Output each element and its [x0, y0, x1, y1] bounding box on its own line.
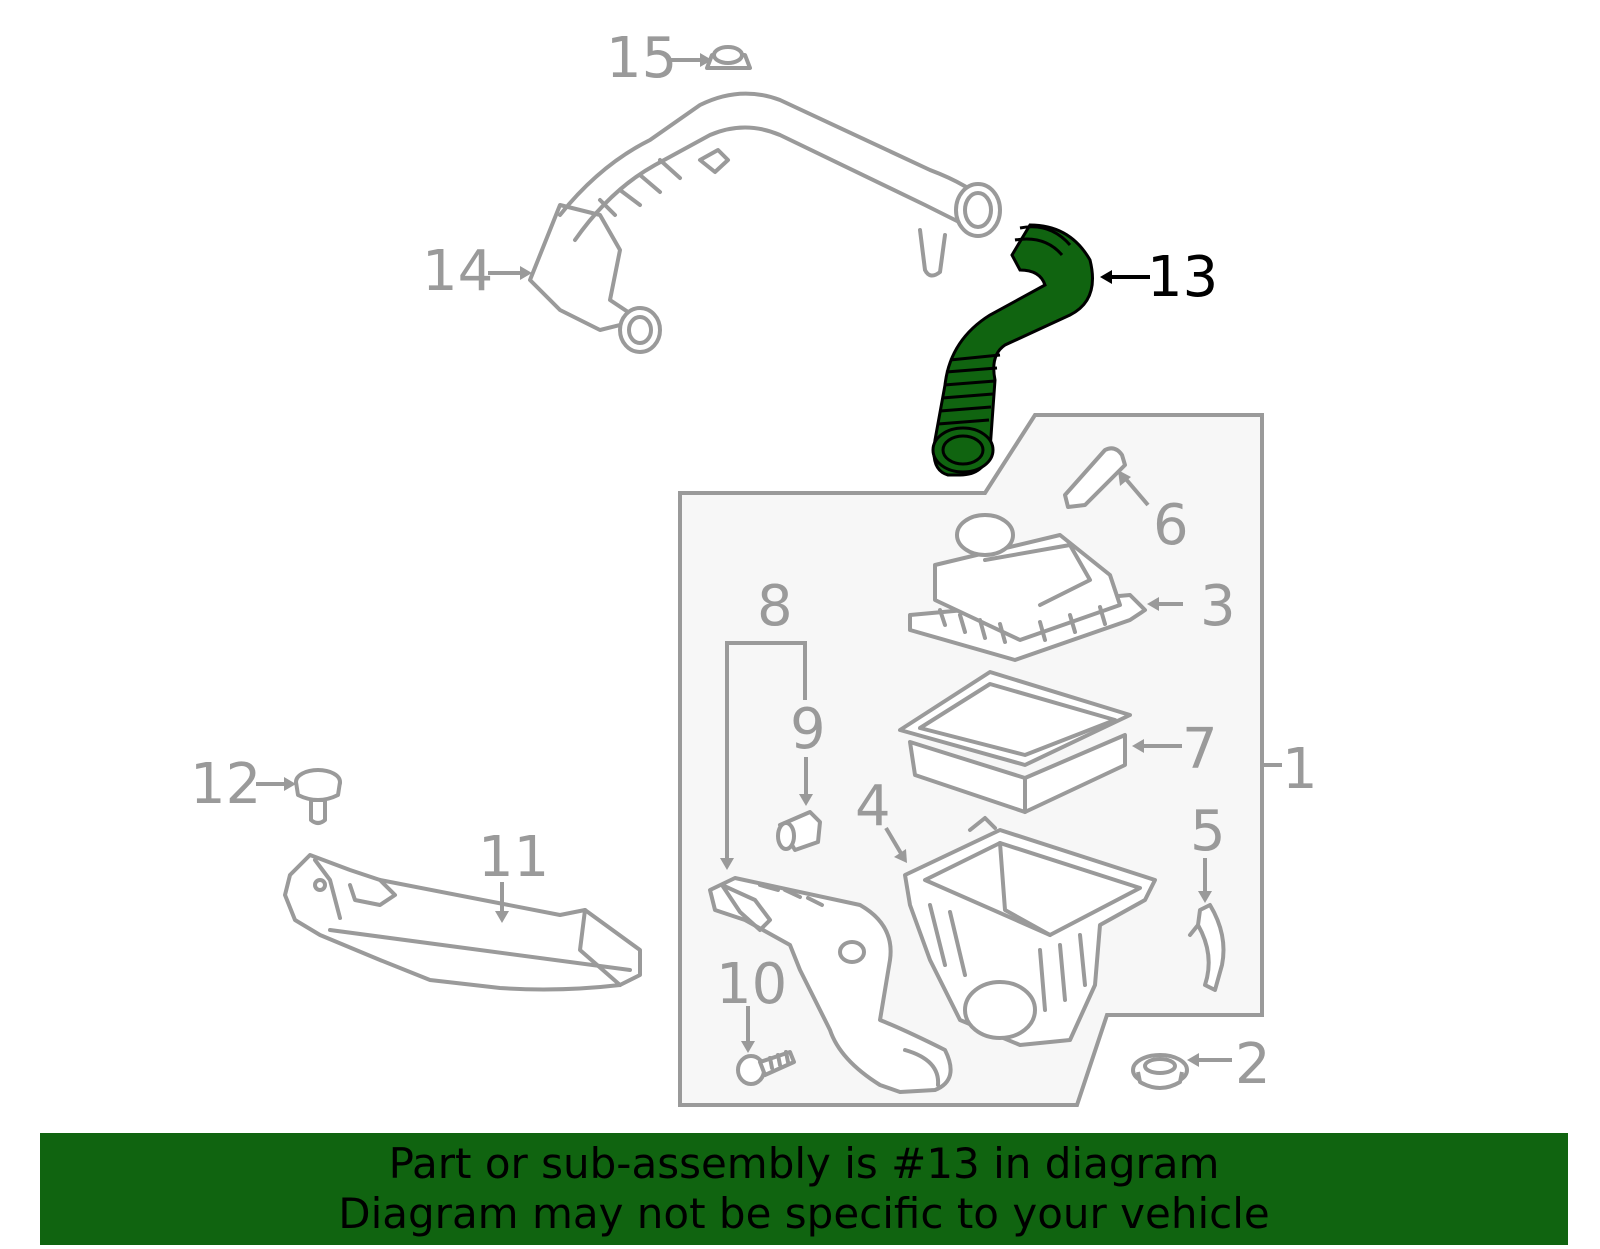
- part-13-hose[interactable]: [931, 223, 1094, 477]
- callout-15: 15: [606, 26, 677, 91]
- callout-7: 7: [1182, 717, 1218, 782]
- part-11-lower-duct[interactable]: [283, 853, 642, 992]
- callout-8: 8: [757, 574, 793, 639]
- part-14-upper-duct[interactable]: [528, 91, 1002, 354]
- part-5-clip[interactable]: [1188, 903, 1226, 992]
- callout-5: 5: [1190, 799, 1226, 864]
- part-8-duct[interactable]: [708, 876, 953, 1094]
- info-banner: Part or sub-assembly is #13 in diagram D…: [40, 1133, 1568, 1245]
- banner-line-2: Diagram may not be specific to your vehi…: [338, 1189, 1270, 1238]
- callout-4: 4: [855, 774, 891, 839]
- part-10-screw[interactable]: [736, 1050, 796, 1086]
- callout-1: 1: [1282, 737, 1318, 802]
- callout-9: 9: [790, 697, 826, 762]
- part-4-housing[interactable]: [903, 816, 1157, 1047]
- callout-14: 14: [422, 239, 493, 304]
- callout-10: 10: [716, 952, 787, 1017]
- part-3-cover[interactable]: [908, 513, 1147, 662]
- callout-12: 12: [190, 752, 261, 817]
- part-9-bushing[interactable]: [776, 810, 822, 852]
- banner-line-1: Part or sub-assembly is #13 in diagram: [388, 1139, 1220, 1188]
- callout-13: 13: [1147, 245, 1218, 310]
- part-7-filter[interactable]: [898, 670, 1132, 814]
- callout-2: 2: [1235, 1032, 1271, 1097]
- callout-3: 3: [1200, 574, 1236, 639]
- callout-6: 6: [1153, 493, 1189, 558]
- callout-11: 11: [478, 825, 549, 890]
- leader-lines: [256, 53, 1282, 1067]
- part-15-nut[interactable]: [705, 45, 752, 70]
- part-2-grommet[interactable]: [1131, 1053, 1189, 1090]
- part-12-bolt[interactable]: [294, 768, 342, 825]
- part-6-sensor[interactable]: [1063, 446, 1127, 509]
